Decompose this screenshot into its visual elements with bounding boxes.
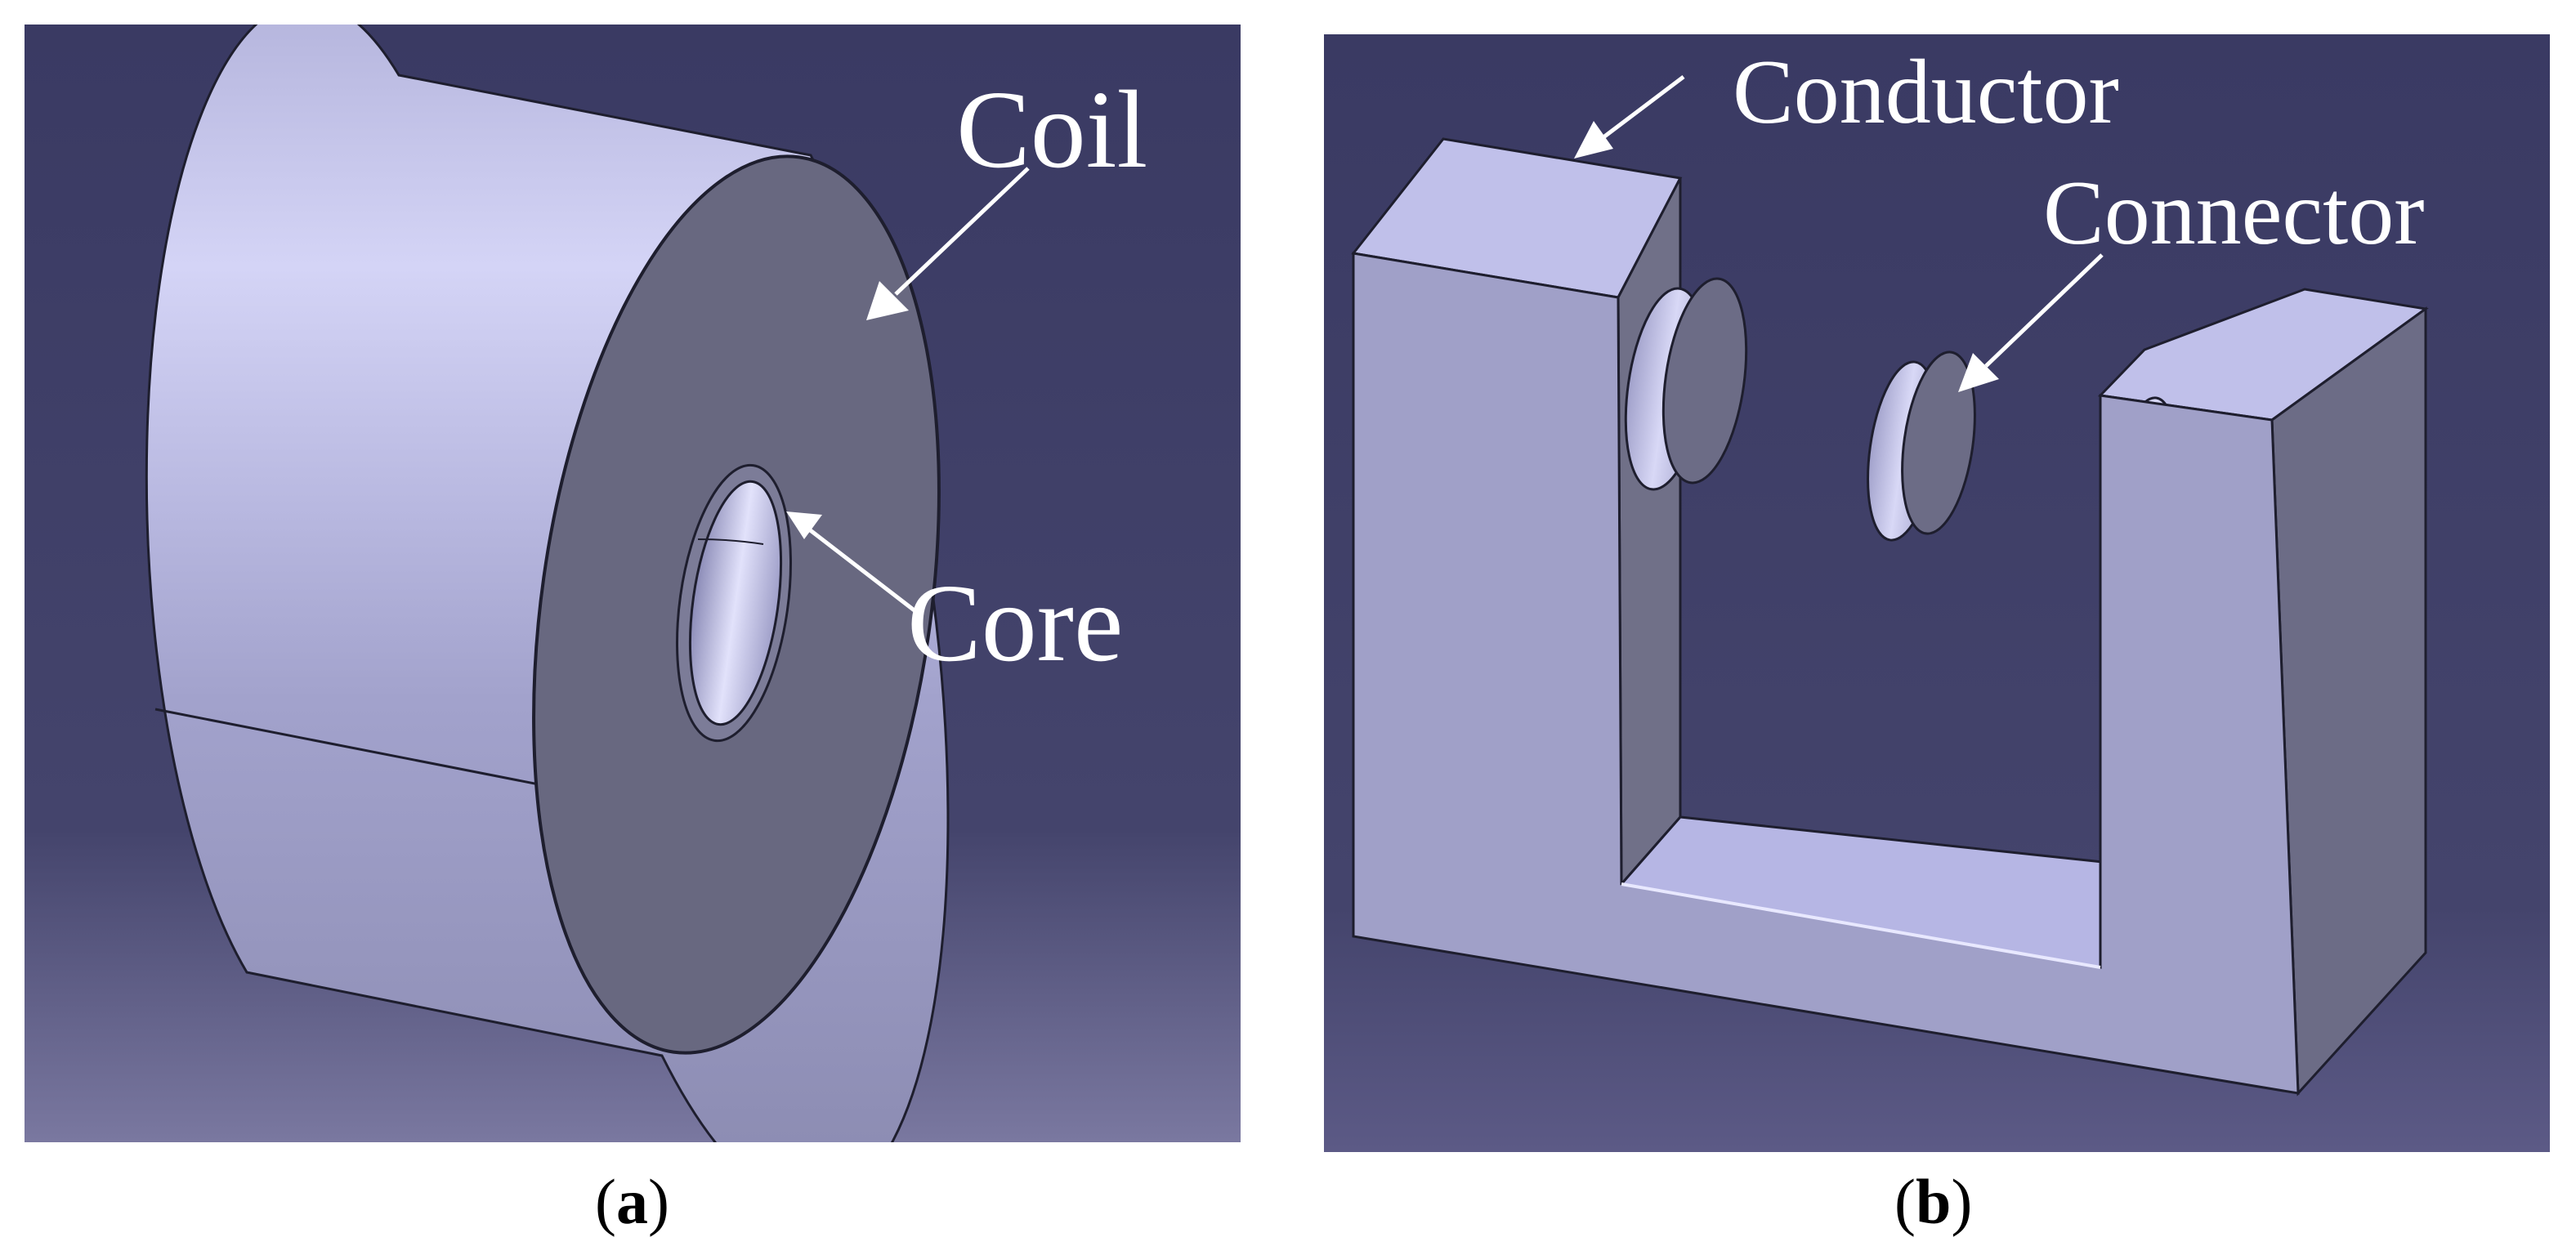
connector-label: Connector <box>2043 163 2425 264</box>
caption-b: (b) <box>1894 1170 1972 1234</box>
connector-arrow <box>1958 253 2104 392</box>
caption-a-close-paren: ) <box>647 1166 669 1237</box>
core-label: Core <box>907 562 1123 685</box>
caption-a: (a) <box>595 1170 669 1234</box>
core-arrow <box>786 511 917 613</box>
conductor-arrow <box>1574 75 1685 159</box>
coil-label: Coil <box>956 69 1147 191</box>
panel-b-conductor-connector-model: Conductor Connector <box>1324 34 2550 1152</box>
caption-a-open-paren: ( <box>595 1166 616 1237</box>
conductor-left-arm-inner <box>1617 177 1682 887</box>
caption-b-open-paren: ( <box>1894 1166 1916 1237</box>
caption-b-letter: b <box>1915 1166 1952 1237</box>
coil-seam-line <box>154 708 565 791</box>
caption-a-letter: a <box>615 1166 648 1237</box>
panel-a-canvas: Coil Core <box>25 25 1241 1142</box>
conductor-inner-edge-highlight <box>1621 882 2101 969</box>
conductor-right-arm-side <box>2270 306 2427 1096</box>
panel-b-canvas: Conductor Connector <box>1324 34 2550 1152</box>
connector-disc-center <box>1867 351 1976 542</box>
coil-arrow <box>866 167 1030 320</box>
caption-b-close-paren: ) <box>1951 1166 1973 1237</box>
panel-a-coil-core-model: Coil Core <box>25 25 1241 1142</box>
conductor-front-face <box>1352 252 2300 1095</box>
conductor-label: Conductor <box>1733 42 2119 143</box>
core-bore <box>688 480 783 726</box>
core-bore-edge <box>697 538 764 545</box>
connector-disc-left <box>1624 277 1748 491</box>
